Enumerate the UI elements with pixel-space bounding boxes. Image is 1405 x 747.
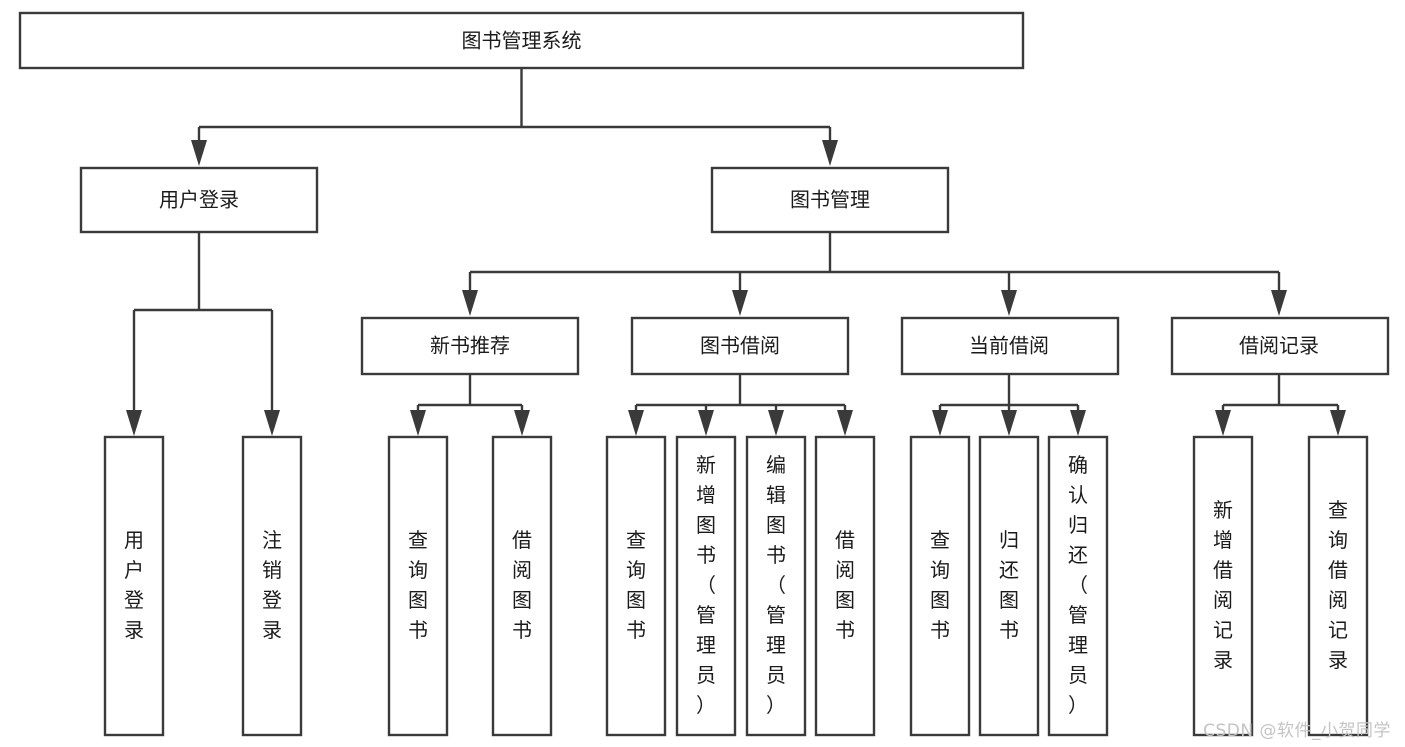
node-new-book-recommend[interactable]: 新书推荐: [360, 316, 580, 376]
connector-group-borrow-record: [1215, 374, 1346, 436]
arrow-head-bb-leaf-3: [768, 410, 784, 436]
arrow-head-new-book: [462, 290, 478, 316]
arrow-head-borrow-record: [1271, 290, 1287, 316]
node-root[interactable]: 图书管理系统: [18, 11, 1025, 70]
arrow-head-cb-leaf-2: [1001, 410, 1017, 436]
node-user-login-label: 用户登录: [159, 188, 239, 212]
leaf-bb-borrow-book-label: 借阅图书: [835, 528, 855, 642]
arrow-head-book-manage: [822, 140, 838, 166]
arrow-head-bb-leaf-1: [628, 410, 644, 436]
node-borrow-record[interactable]: 借阅记录: [1170, 316, 1390, 376]
leaf-bb-add-book-box[interactable]: [675, 435, 737, 737]
leaf-bb-query-book-box[interactable]: [605, 435, 667, 737]
connector-group-book-manage: [462, 232, 1287, 316]
leaf-nb-borrow-book-box[interactable]: [491, 435, 553, 737]
node-root-label: 图书管理系统: [462, 29, 582, 53]
node-book-manage-label: 图书管理: [790, 188, 870, 212]
leaf-cb-return-book-box[interactable]: [978, 435, 1040, 737]
leaf-bb-borrow-book-box[interactable]: [814, 435, 876, 737]
leaf-user-login-box[interactable]: [103, 435, 165, 737]
arrow-head-nb-leaf-1: [410, 410, 426, 436]
connector-group-user-login: [126, 232, 280, 436]
leaf-br-query-record-box[interactable]: [1307, 435, 1369, 737]
leaf-cb-query-book-box[interactable]: [909, 435, 971, 737]
leaf-node[interactable]: 查询图书: [605, 435, 667, 737]
node-current-borrow[interactable]: 当前借阅: [900, 316, 1120, 376]
leaf-node[interactable]: 查询图书: [909, 435, 971, 737]
node-new-book-recommend-label: 新书推荐: [430, 334, 510, 358]
leaf-br-query-record-label: 查询借阅记录: [1328, 498, 1348, 672]
node-user-login-box[interactable]: [79, 166, 319, 234]
leaf-node[interactable]: 查询图书: [387, 435, 449, 737]
node-root-box[interactable]: [18, 11, 1025, 70]
node-current-borrow-label: 当前借阅: [969, 334, 1049, 358]
arrow-head-cb-leaf-3: [1070, 410, 1086, 436]
leaf-node[interactable]: 新增图书（管理员）: [675, 435, 737, 737]
node-book-manage[interactable]: 图书管理: [710, 166, 950, 234]
leaf-bb-edit-book-box[interactable]: [745, 435, 807, 737]
leaf-bb-edit-book-label: 编辑图书（管理员）: [766, 453, 786, 717]
connector-group-current-borrow: [932, 374, 1086, 436]
node-borrow-record-box[interactable]: [1170, 316, 1390, 376]
leaf-br-add-record-box[interactable]: [1192, 435, 1254, 737]
leaf-user-login-label: 用户登录: [124, 528, 144, 642]
leaf-node[interactable]: 用户登录: [103, 435, 165, 737]
leaf-cb-return-book-label: 归还图书: [999, 528, 1019, 642]
node-user-login[interactable]: 用户登录: [79, 166, 319, 234]
arrow-head-leaf-user-login: [126, 410, 142, 436]
arrow-head-br-leaf-1: [1215, 410, 1231, 436]
leaf-bb-query-book-label: 查询图书: [626, 528, 646, 642]
leaf-node[interactable]: 借阅图书: [814, 435, 876, 737]
csdn-watermark: CSDN @软件_小贺同学: [1203, 721, 1391, 741]
leaf-logout-label: 注销登录: [262, 528, 282, 642]
leaf-node[interactable]: 确认归还（管理员）: [1047, 435, 1109, 737]
leaf-node[interactable]: 查询借阅记录: [1307, 435, 1369, 737]
arrow-head-br-leaf-2: [1330, 410, 1346, 436]
arrow-head-leaf-logout: [264, 410, 280, 436]
arrow-head-cb-leaf-1: [932, 410, 948, 436]
leaf-cb-confirm-return-label: 确认归还（管理员）: [1068, 453, 1088, 717]
node-book-borrow[interactable]: 图书借阅: [630, 316, 850, 376]
connector-group-book-borrow: [628, 374, 853, 436]
arrow-head-bb-leaf-4: [837, 410, 853, 436]
node-new-book-recommend-box[interactable]: [360, 316, 580, 376]
node-book-borrow-box[interactable]: [630, 316, 850, 376]
connector-group-new-book: [410, 374, 530, 436]
leaf-nb-query-book-box[interactable]: [387, 435, 449, 737]
leaf-node[interactable]: 注销登录: [241, 435, 303, 737]
leaf-bb-add-book-label: 新增图书（管理员）: [696, 453, 716, 717]
arrow-head-book-borrow: [732, 290, 748, 316]
leaf-nb-query-book-label: 查询图书: [408, 528, 428, 642]
leaf-logout-box[interactable]: [241, 435, 303, 737]
node-book-manage-box[interactable]: [710, 166, 950, 234]
leaf-br-add-record-label: 新增借阅记录: [1213, 498, 1233, 672]
leaf-node[interactable]: 借阅图书: [491, 435, 553, 737]
node-book-borrow-label: 图书借阅: [700, 334, 780, 358]
leaf-cb-query-book-label: 查询图书: [930, 528, 950, 642]
leaf-node[interactable]: 归还图书: [978, 435, 1040, 737]
leaf-nb-borrow-book-label: 借阅图书: [512, 528, 532, 642]
arrow-head-user-login: [191, 140, 207, 166]
leaf-node[interactable]: 新增借阅记录: [1192, 435, 1254, 737]
node-borrow-record-label: 借阅记录: [1239, 334, 1319, 358]
leaf-node[interactable]: 编辑图书（管理员）: [745, 435, 807, 737]
leaf-cb-confirm-return-box[interactable]: [1047, 435, 1109, 737]
arrow-head-current-borrow: [1001, 290, 1017, 316]
node-current-borrow-box[interactable]: [900, 316, 1120, 376]
connector-group-root: [191, 68, 838, 166]
arrow-head-bb-leaf-2: [698, 410, 714, 436]
arrow-head-nb-leaf-2: [514, 410, 530, 436]
